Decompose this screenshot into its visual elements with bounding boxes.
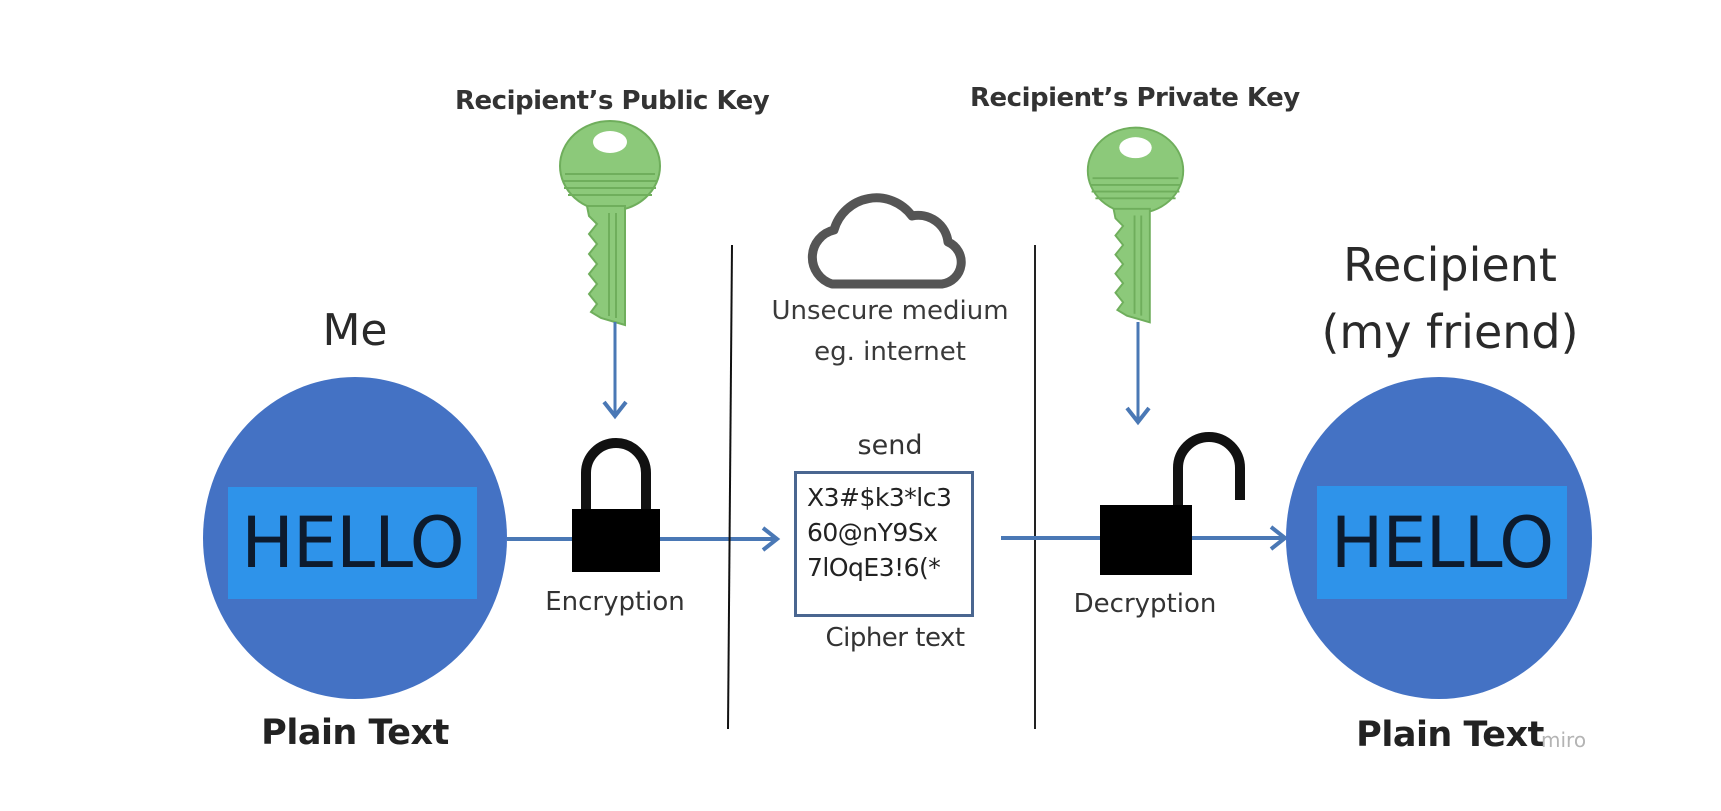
lock-closed-icon xyxy=(572,438,660,572)
cipher-caption: Cipher text xyxy=(825,623,965,653)
sender-caption: Plain Text xyxy=(261,713,449,753)
recipient-message: HELLO xyxy=(1330,501,1554,584)
recipient-caption: Plain Text xyxy=(1356,715,1544,755)
cipher-line: 60@nY9Sx xyxy=(807,518,938,547)
medium-line1: Unsecure medium xyxy=(771,296,1009,326)
cloud-icon xyxy=(807,193,966,289)
medium-cloud xyxy=(807,193,966,289)
left-divider xyxy=(727,244,733,730)
medium-line2: eg. internet xyxy=(814,337,966,367)
miro-watermark: miro xyxy=(1541,728,1587,752)
recipient-message-box: HELLO xyxy=(1317,486,1567,599)
decryption-lock xyxy=(1100,432,1245,575)
key-icon xyxy=(1086,126,1185,324)
public-key-label: Recipient’s Public Key xyxy=(455,86,770,116)
cipher-text-box: X3#$k3*lc3 60@nY9Sx 7lOqE3!6(* xyxy=(794,471,974,617)
sender-heading: Me xyxy=(322,305,388,356)
lock-open-icon xyxy=(1100,432,1245,575)
key-icon xyxy=(559,120,661,327)
recipient-heading-line2: (my friend) xyxy=(1321,305,1579,359)
sender-message-box: HELLO xyxy=(228,487,477,599)
encryption-lock xyxy=(572,438,660,572)
private-key-label: Recipient’s Private Key xyxy=(970,83,1300,113)
recipient-heading-line1: Recipient xyxy=(1343,238,1557,292)
sender-message: HELLO xyxy=(241,502,464,584)
decryption-caption: Decryption xyxy=(1073,589,1217,619)
private-key-icon xyxy=(1086,126,1185,324)
public-key-icon xyxy=(559,120,661,327)
right-divider xyxy=(1034,245,1036,729)
cipher-line: 7lOqE3!6(* xyxy=(807,553,941,582)
encryption-caption: Encryption xyxy=(545,587,685,617)
send-label: send xyxy=(857,430,923,461)
private-key-arrow xyxy=(1125,322,1151,426)
public-key-arrow xyxy=(602,322,628,420)
cipher-line: X3#$k3*lc3 xyxy=(807,483,952,512)
